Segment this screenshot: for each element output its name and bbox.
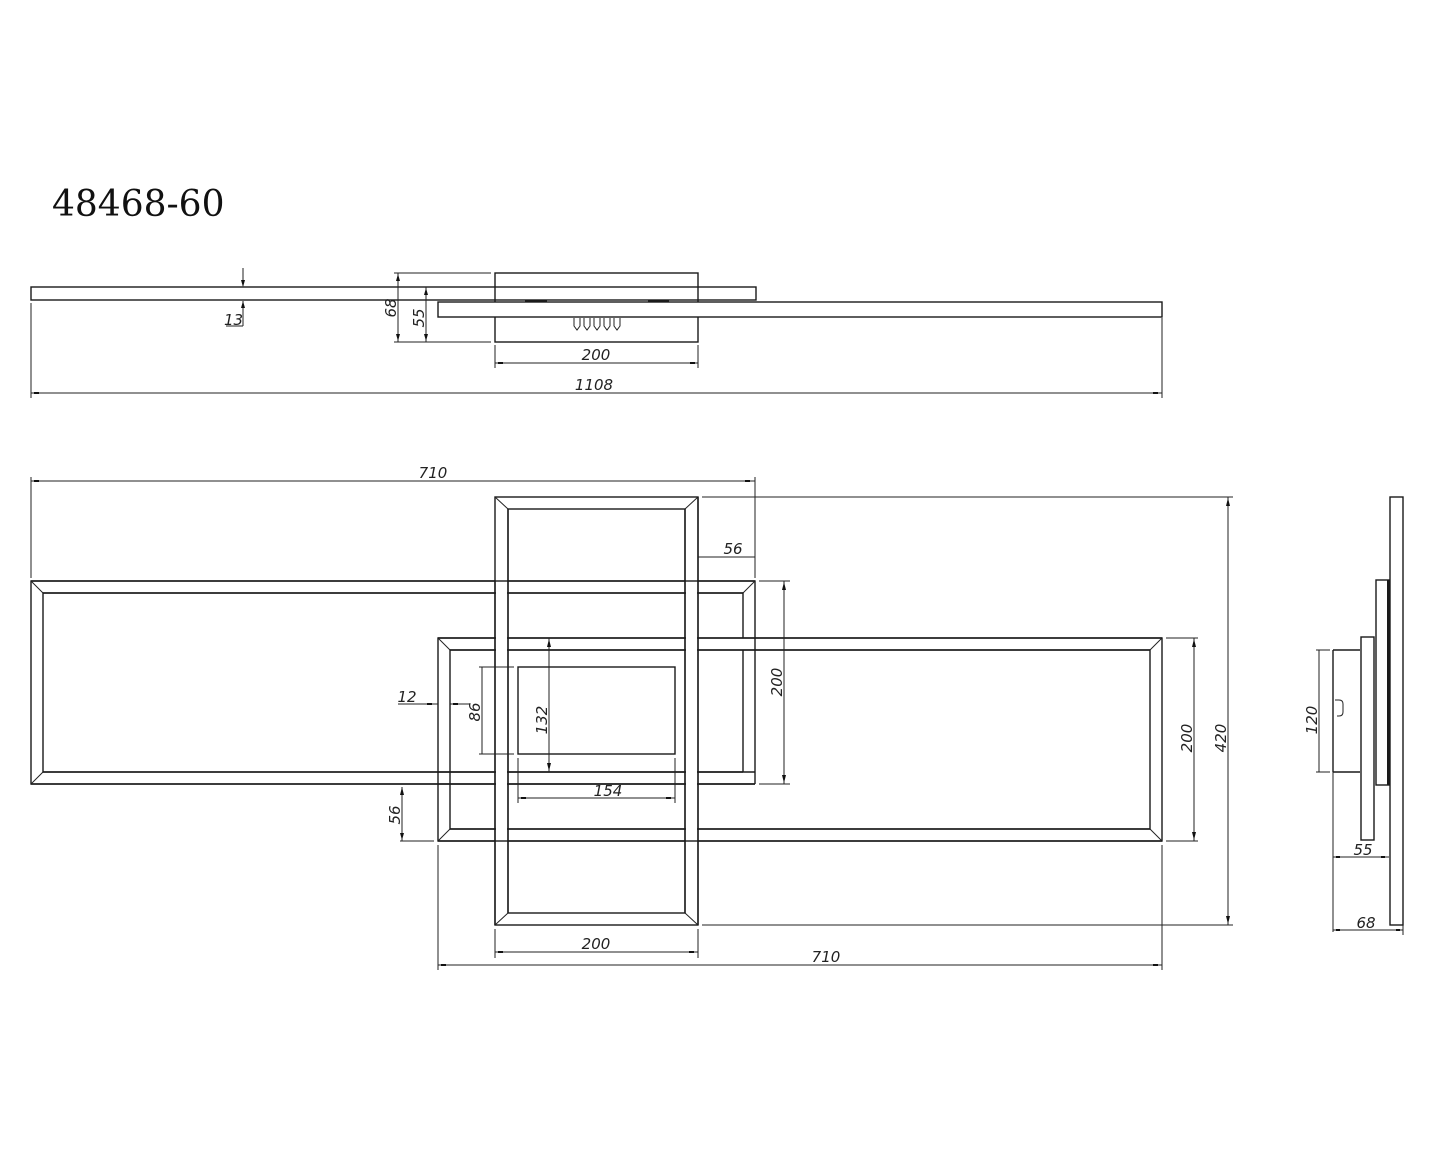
dim-lower-offset: 56 — [386, 805, 404, 824]
model-number-title: 48468-60 — [52, 184, 225, 225]
dim-inner-height: 132 — [533, 706, 551, 735]
dim-panel-thickness: 13 — [224, 311, 243, 329]
dim-overall-depth: 420 — [1212, 724, 1230, 753]
dim-canopy-width: 200 — [582, 346, 611, 364]
dim-canopy-length: 154 — [594, 782, 623, 800]
dim-overall-length: 1108 — [575, 376, 613, 394]
end-bracket — [1332, 649, 1360, 773]
hook-icon — [1335, 699, 1344, 717]
dim-bracket-height: 120 — [1303, 706, 1321, 735]
dim-upper-frame-height: 200 — [768, 668, 786, 697]
dim-lower-frame-height: 200 — [1178, 724, 1196, 753]
dim-canopy-height: 55 — [410, 308, 428, 327]
lower-frame — [437, 637, 1163, 842]
top-view: 710 56 200 12 86 132 154 — [30, 464, 1233, 970]
side-upper-panel — [30, 286, 757, 301]
end-view: 120 55 68 — [1303, 496, 1404, 935]
dim-upper-frame-length: 710 — [419, 464, 448, 482]
dim-canopy-depth: 86 — [466, 702, 484, 721]
dim-end-canopy-depth: 55 — [1353, 841, 1372, 859]
side-view: 13 68 55 200 1108 — [30, 268, 1163, 398]
canopy-outline — [517, 666, 676, 755]
dim-vertical-frame-width: 200 — [582, 935, 611, 953]
end-panel-canopy — [1360, 636, 1375, 841]
end-panel-outer — [1389, 496, 1404, 926]
dim-end-total-depth: 68 — [1356, 914, 1375, 932]
dim-total-height: 68 — [382, 298, 400, 317]
dim-lower-frame-length: 710 — [812, 948, 841, 966]
dim-vertical-frame-offset: 56 — [723, 540, 742, 558]
connector-pins-icon — [573, 318, 621, 331]
side-lower-panel — [437, 301, 1163, 318]
dim-frame-border: 12 — [397, 688, 416, 706]
